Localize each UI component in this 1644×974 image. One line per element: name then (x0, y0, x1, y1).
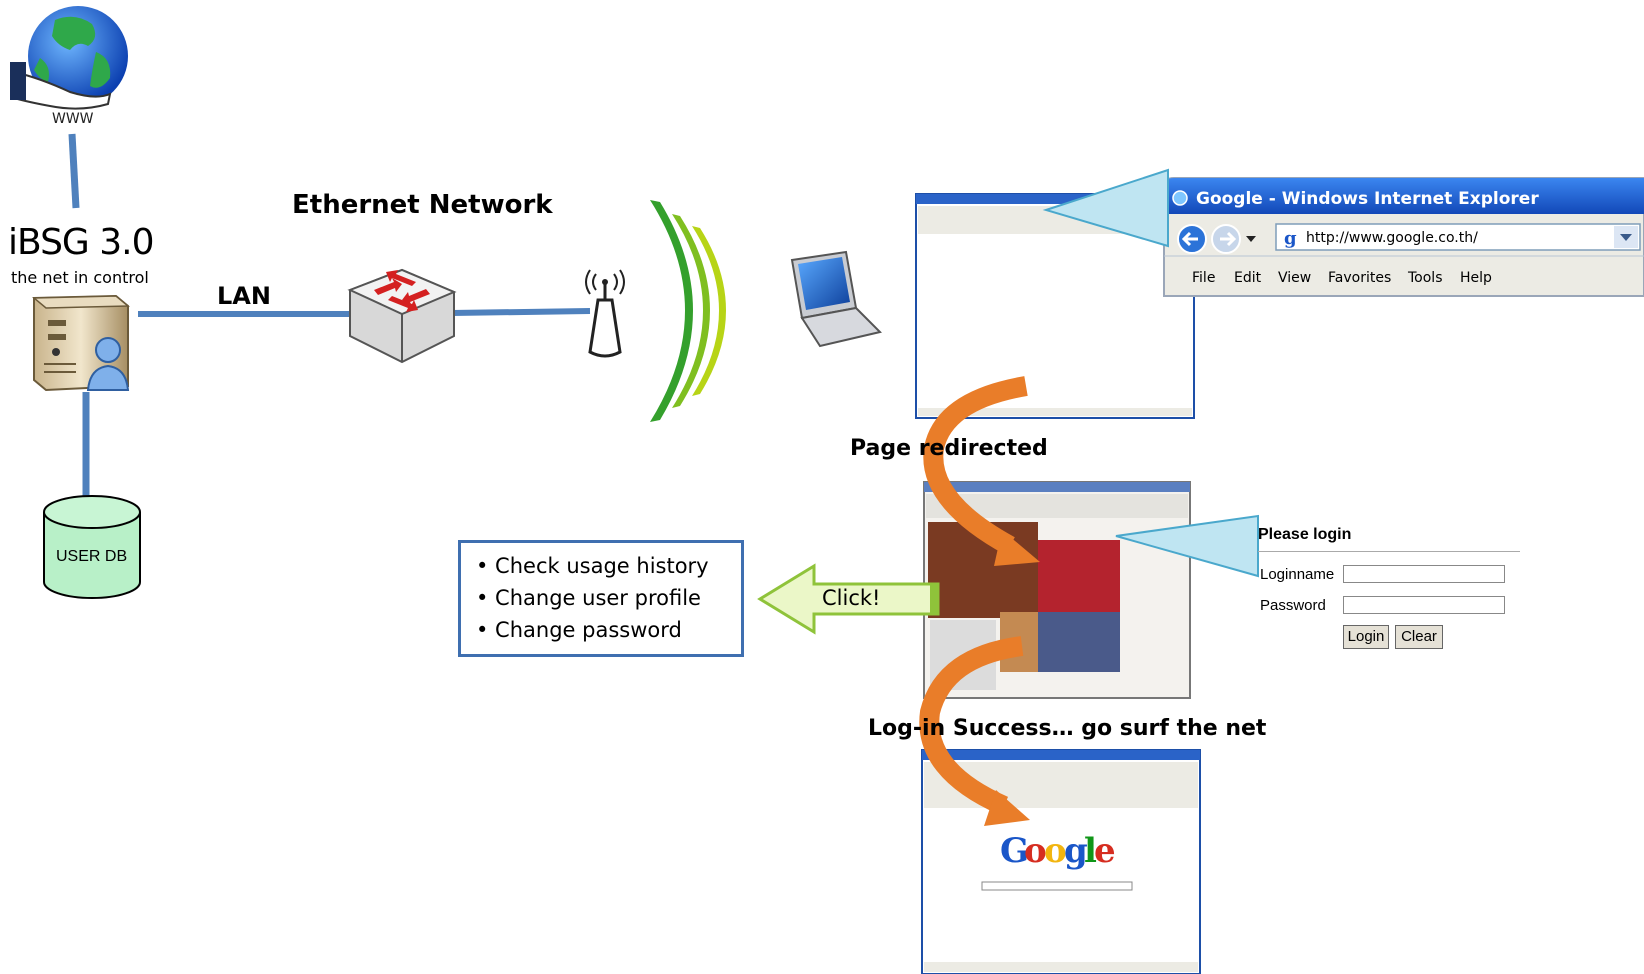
blank-page-screenshot (915, 193, 1195, 419)
link-globe-server (68, 133, 80, 209)
laptop-icon (790, 250, 882, 348)
svg-text:G: G (1000, 831, 1029, 871)
user-option-change-password: • Change password (476, 618, 682, 642)
login-success-arrow (919, 636, 1030, 826)
wireless-signal-icon (650, 200, 726, 422)
loginname-label: Loginname (1260, 566, 1335, 583)
browser-address-bar[interactable]: http://www.google.co.th/ (1306, 230, 1478, 246)
link-switch-ap (451, 308, 591, 316)
password-label: Password (1260, 597, 1326, 614)
server-icon (31, 294, 131, 392)
click-arrow-tail (930, 584, 938, 614)
user-options-box (458, 540, 744, 657)
access-point-icon (585, 269, 625, 358)
click-arrow (757, 563, 940, 635)
lan-label: LAN (217, 282, 271, 310)
menu-edit[interactable]: Edit (1234, 270, 1262, 286)
menu-file[interactable]: File (1192, 270, 1216, 286)
loginname-input[interactable] (1343, 565, 1505, 583)
ibsg-logo: iBSG 3.0 (8, 222, 155, 263)
globe-caption: WWW (52, 111, 94, 127)
switch-icon (347, 268, 457, 364)
click-arrow-label: Click! (822, 586, 881, 610)
user-db-label: USER DB (56, 548, 128, 565)
globe-icon (10, 6, 128, 110)
user-option-usage-history: • Check usage history (476, 554, 709, 578)
password-input[interactable] (1343, 596, 1505, 614)
ibsg-tagline: the net in control (11, 268, 149, 287)
svg-text:o: o (1044, 831, 1067, 871)
login-success-label: Log-in Success… go surf the net (868, 716, 1267, 741)
svg-text:g: g (1064, 831, 1088, 871)
menu-help[interactable]: Help (1460, 270, 1492, 286)
menu-favorites[interactable]: Favorites (1328, 270, 1392, 286)
login-button[interactable]: Login (1343, 625, 1389, 649)
ethernet-network-label: Ethernet Network (292, 190, 553, 220)
svg-text:g: g (1284, 228, 1297, 249)
redirect-arrow (923, 376, 1040, 566)
menu-view[interactable]: View (1278, 270, 1312, 286)
zoom-callout-browser (1042, 168, 1169, 248)
browser-title: Google - Windows Internet Explorer (1196, 189, 1539, 209)
login-form-divider (1258, 551, 1520, 552)
user-option-change-profile: • Change user profile (476, 586, 701, 610)
page-redirected-label: Page redirected (850, 436, 1048, 461)
svg-text:l: l (1084, 831, 1097, 871)
svg-text:e: e (1094, 831, 1116, 871)
user-db-icon (43, 495, 141, 599)
zoom-callout-login (1115, 514, 1259, 578)
svg-text:o: o (1024, 831, 1047, 871)
clear-button[interactable]: Clear (1395, 625, 1443, 649)
login-form-title: Please login (1258, 526, 1352, 543)
menu-tools[interactable]: Tools (1408, 270, 1443, 286)
ie-browser-window: g (1163, 177, 1644, 297)
